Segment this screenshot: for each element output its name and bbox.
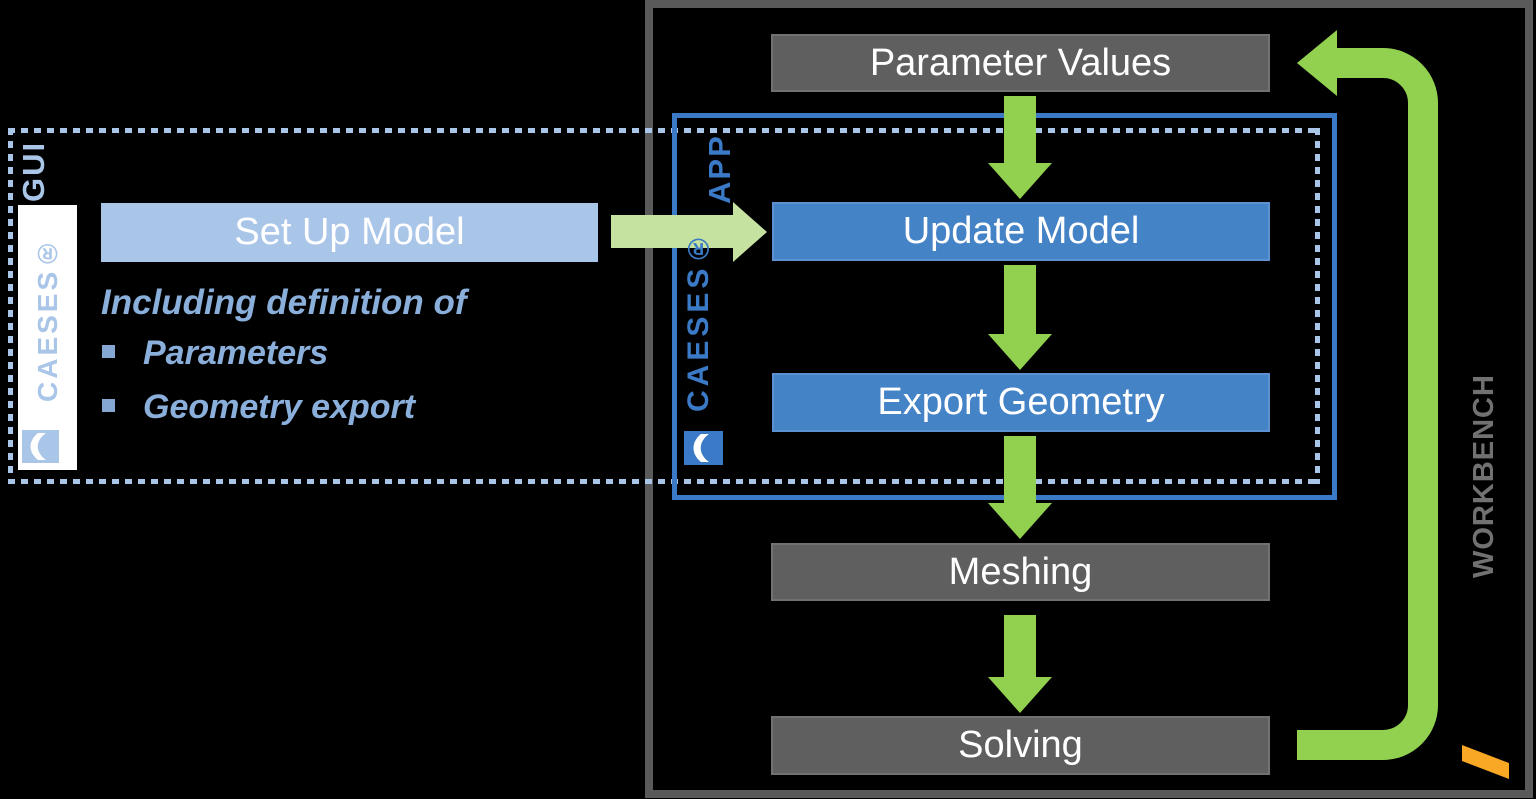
bullet-square-icon [102, 345, 115, 358]
gui-note: Including definition of [101, 283, 467, 322]
caeses-logo-icon [22, 430, 59, 463]
arrow-parameter-to-update-head [988, 163, 1052, 199]
arrow-meshing-to-solving-head [988, 677, 1052, 713]
caeses-logo-icon [684, 431, 723, 465]
bullet-geometry-export: Geometry export [143, 388, 416, 426]
solving-box: Solving [771, 716, 1270, 775]
workbench-panel-label: WORKBENCH [1468, 374, 1500, 578]
arrow-export-to-meshing [1004, 436, 1036, 503]
parameter-values-box: Parameter Values [771, 34, 1270, 92]
bullet-square-icon [102, 399, 115, 412]
arrow-setup-to-update [611, 215, 733, 248]
arrow-update-to-export-head [988, 334, 1052, 370]
meshing-box: Meshing [771, 543, 1270, 601]
caeses-app-logo-text: CAESES® [682, 227, 715, 413]
arrow-update-to-export [1004, 265, 1036, 334]
bullet-parameters: Parameters [143, 334, 329, 372]
arrow-export-to-meshing-head [988, 503, 1052, 539]
caeses-gui-logo-text: CAESES® [32, 234, 63, 402]
app-panel-label: APP [702, 134, 737, 204]
gui-dotted-border-top [8, 128, 1320, 133]
update-model-box: Update Model [772, 202, 1270, 261]
gui-dotted-border-left [8, 128, 13, 484]
arrow-meshing-to-solving [1004, 615, 1036, 677]
arrow-parameter-to-update [1004, 96, 1036, 163]
set-up-model-box: Set Up Model [101, 203, 598, 262]
export-geometry-box: Export Geometry [772, 373, 1270, 432]
arrow-setup-to-update-head [733, 202, 767, 262]
gui-dotted-border-bottom [8, 479, 1320, 484]
gui-panel-label: GUI [16, 140, 51, 202]
caeses-gui-logo-strip [18, 205, 77, 470]
workbench-frame [645, 0, 1533, 798]
